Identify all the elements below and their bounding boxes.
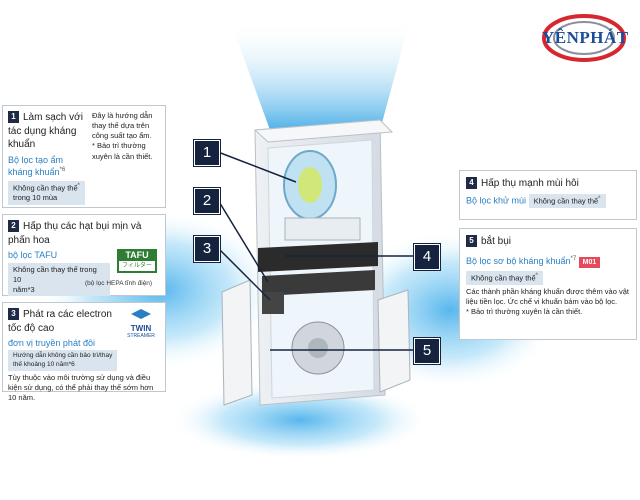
filter-name: bộ lọc TAFU — [8, 250, 58, 260]
replacement-badge: Không cần thay thế trong 10 năm*3 — [8, 263, 110, 297]
replacement-badge: Không cần thay thế* — [466, 270, 543, 286]
replacement-badge: Không cần thay thế* trong 10 mùa — [8, 180, 85, 205]
water-tray — [284, 217, 361, 241]
badge-sup: * — [77, 182, 80, 189]
m01-tag: M01 — [578, 256, 601, 268]
filter-caption: (bộ lọc HEPA tĩnh điện) — [85, 280, 153, 287]
replacement-badge: Hướng dẫn không cần bảo trì/thay thế kho… — [8, 350, 118, 372]
panel-number: 2 — [8, 220, 19, 232]
callout-5: 5 — [414, 338, 440, 364]
panel-title: Hấp thụ các hạt bụi mịn và phấn hoa — [8, 221, 142, 246]
twin-streamer-icon — [131, 309, 151, 319]
twin-text: TWIN — [130, 324, 152, 334]
prefilter-left — [221, 279, 253, 406]
panel-number: 5 — [466, 235, 477, 247]
panel-note: Đây là hướng dẫn thay thế dựa trên công … — [92, 111, 153, 141]
tafu-logo: TAFU フィルター — [117, 249, 157, 273]
logo-text: YÊNPHÁT — [542, 28, 629, 47]
streamer-text: STREAMER — [127, 333, 155, 340]
deodorizing-filter — [258, 242, 378, 272]
airflow-top — [230, 20, 410, 130]
panel-number: 3 — [8, 308, 19, 320]
callout-3: 3 — [194, 236, 220, 262]
panel-number: 4 — [466, 177, 477, 189]
badge-sup: * — [598, 195, 601, 202]
filter-name: Bộ lọc tạo ẩm kháng khuẩn — [8, 154, 64, 177]
panel-note-maintenance: * Bảo trì thường xuyên là cần thiết. — [466, 307, 583, 317]
filter-name: Bộ lọc sơ bộ kháng khuẩn — [466, 255, 571, 266]
badge-sup: * — [535, 272, 538, 279]
badge-line1: Hướng dẫn không cần bảo trì/thay — [13, 352, 113, 360]
panel-title: Phát ra các electron tốc độ cao — [8, 309, 112, 334]
badge-line2: năm*3 — [13, 284, 35, 294]
tafu-logo-top: TAFU — [125, 250, 149, 260]
twin-streamer-logo: TWIN STREAMER — [121, 307, 161, 339]
logo-mark — [542, 14, 626, 62]
panel-note: Tùy thuộc vào môi trường sử dụng và điều… — [8, 373, 154, 403]
prefilter-right — [377, 289, 411, 393]
panel-number: 1 — [8, 111, 19, 123]
tafu-filter — [262, 270, 375, 296]
callout-1: 1 — [194, 140, 220, 166]
badge-text: Không cần thay thế — [533, 196, 599, 205]
badge-line2: trong 10 mùa — [13, 193, 58, 203]
panel-note: Các thành phần kháng khuẩn được thêm vào… — [466, 287, 629, 307]
filter-name: đơn vị truyền phát đôi — [8, 338, 95, 348]
footnote-mark: *6 — [59, 166, 66, 173]
badge-line2: thế khoảng 10 năm*6 — [13, 360, 75, 368]
yenphat-logo: YÊNPHÁT — [536, 10, 632, 70]
callout-2: 2 — [194, 188, 220, 214]
filter-name: Bộ lọc khử mùi — [466, 195, 527, 205]
footnote-mark: *7 — [570, 255, 577, 262]
leader-3 — [217, 247, 271, 301]
badge-line1: Không cần thay thế — [13, 183, 78, 193]
panel-title: Làm sạch với tác dụng kháng khuẩn — [8, 112, 83, 150]
panel-note-maintenance: * Bảo trì thường xuyên là cần thiết. — [92, 141, 153, 161]
panel-title: Hấp thụ mạnh mùi hôi — [481, 178, 579, 189]
leader-2 — [217, 199, 269, 283]
tafu-logo-bottom: フィルター — [119, 261, 155, 271]
leader-1 — [217, 151, 297, 183]
purifier-top — [253, 119, 394, 143]
replacement-badge: Không cần thay thế* — [528, 193, 606, 208]
callout-4: 4 — [414, 244, 440, 270]
badge-line1: Không cần thay thế trong 10 — [13, 265, 97, 284]
panel-deodorizing: 4 Hấp thụ mạnh mùi hôi Bộ lọc khử mùi Khô… — [459, 170, 637, 220]
panel-title: bắt bụi — [481, 236, 512, 247]
badge-text: Không cần thay thế — [471, 273, 536, 283]
